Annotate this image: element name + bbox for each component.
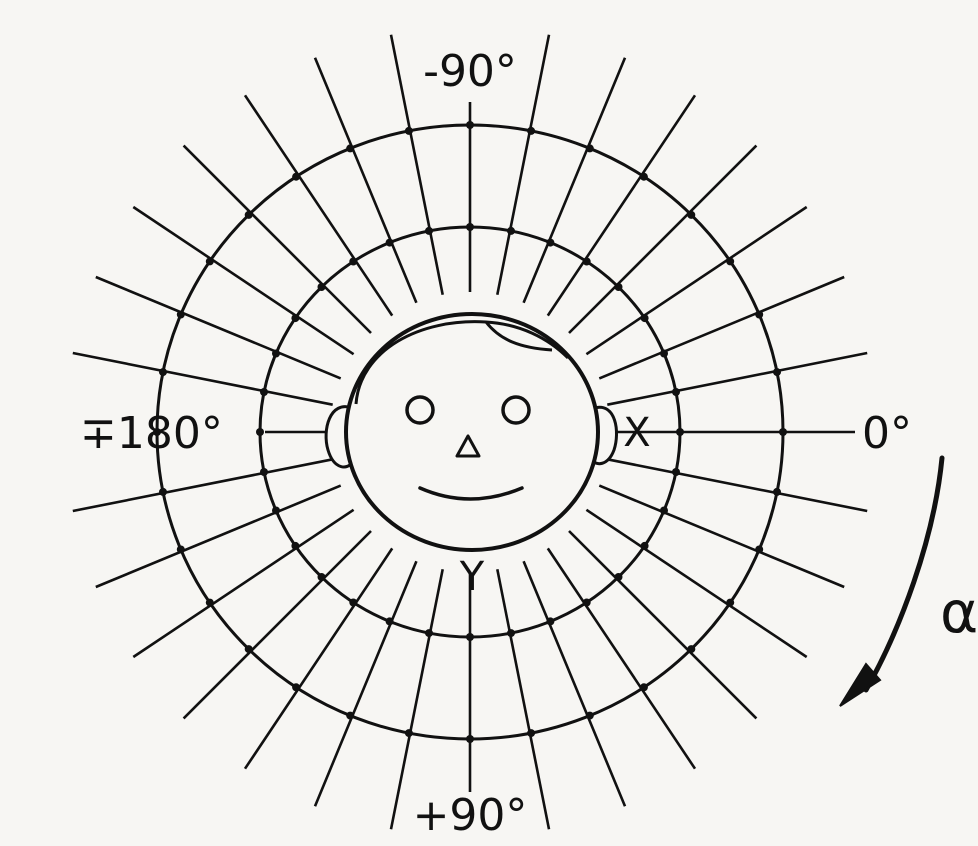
- intersection-dot: [466, 735, 474, 743]
- intersection-dot: [641, 314, 649, 322]
- intersection-dot: [586, 144, 594, 152]
- intersection-dot: [676, 428, 684, 436]
- intersection-dot: [292, 683, 300, 691]
- radial-line: [548, 95, 695, 315]
- intersection-dot: [272, 507, 280, 515]
- intersection-dot: [640, 683, 648, 691]
- intersection-dot: [726, 257, 734, 265]
- intersection-dot: [583, 258, 591, 266]
- intersection-dot: [773, 368, 781, 376]
- radial-line: [315, 561, 416, 806]
- intersection-dot: [291, 542, 299, 550]
- intersection-dot: [466, 223, 474, 231]
- intersection-dot: [318, 283, 326, 291]
- radial-line: [133, 207, 353, 354]
- intersection-dot: [672, 388, 680, 396]
- intersection-dot: [527, 729, 535, 737]
- intersection-dot: [641, 542, 649, 550]
- intersection-dot: [687, 211, 695, 219]
- intersection-dot: [507, 227, 515, 235]
- intersection-dot: [615, 573, 623, 581]
- intersection-dot: [292, 173, 300, 181]
- radial-line: [73, 353, 333, 405]
- intersection-dot: [349, 599, 357, 607]
- radial-line: [569, 531, 756, 718]
- intersection-dot: [640, 173, 648, 181]
- intersection-dot: [346, 712, 354, 720]
- intersection-dot: [206, 599, 214, 607]
- intersection-dot: [206, 257, 214, 265]
- intersection-dot: [245, 645, 253, 653]
- radial-line: [586, 207, 806, 354]
- intersection-dot: [583, 599, 591, 607]
- intersection-dot: [386, 239, 394, 247]
- intersection-dot: [159, 368, 167, 376]
- radial-line: [569, 146, 756, 333]
- intersection-dot: [405, 127, 413, 135]
- intersection-dot: [546, 239, 554, 247]
- radial-line: [599, 486, 844, 587]
- intersection-dot: [405, 729, 413, 737]
- radial-line: [586, 510, 806, 657]
- radial-line: [548, 548, 695, 768]
- radial-line: [96, 277, 341, 378]
- intersection-dot: [527, 127, 535, 135]
- radial-line: [524, 58, 625, 303]
- intersection-dot: [425, 227, 433, 235]
- label-180: ∓180°: [80, 408, 223, 459]
- intersection-dot: [466, 121, 474, 129]
- intersection-dot: [687, 645, 695, 653]
- intersection-dot: [466, 633, 474, 641]
- intersection-dot: [260, 468, 268, 476]
- intersection-dot: [346, 144, 354, 152]
- label-x-axis: X: [623, 410, 650, 456]
- label-minus-90: -90°: [423, 46, 517, 97]
- intersection-dot: [773, 488, 781, 496]
- intersection-dot: [546, 617, 554, 625]
- intersection-dot: [291, 314, 299, 322]
- label-alpha: α: [940, 578, 978, 646]
- radial-line: [245, 95, 392, 315]
- intersection-dot: [660, 507, 668, 515]
- intersection-dot: [256, 428, 264, 436]
- intersection-dot: [386, 617, 394, 625]
- intersection-dot: [726, 599, 734, 607]
- radial-line: [315, 58, 416, 303]
- intersection-dot: [779, 428, 787, 436]
- radial-line: [73, 459, 333, 511]
- label-0: 0°: [862, 408, 912, 459]
- intersection-dot: [260, 388, 268, 396]
- intersection-dot: [318, 573, 326, 581]
- intersection-dot: [586, 712, 594, 720]
- intersection-dot: [272, 350, 280, 358]
- intersection-dot: [615, 283, 623, 291]
- intersection-dot: [672, 468, 680, 476]
- label-y-axis: Y: [459, 554, 485, 600]
- intersection-dot: [425, 629, 433, 637]
- intersection-dot: [177, 546, 185, 554]
- radial-line: [245, 548, 392, 768]
- intersection-dot: [507, 629, 515, 637]
- radial-line: [184, 146, 371, 333]
- radial-line: [524, 561, 625, 806]
- curved-arrow-icon: [840, 458, 942, 706]
- rotation-arrow-shaft: [866, 458, 942, 690]
- intersection-dot: [755, 311, 763, 319]
- radial-line: [96, 486, 341, 587]
- radial-line: [184, 531, 371, 718]
- radial-line: [607, 459, 867, 511]
- head-icon: [326, 314, 616, 550]
- label-plus-90: +90°: [413, 790, 528, 841]
- intersection-dot: [755, 546, 763, 554]
- intersection-dot: [349, 258, 357, 266]
- intersection-dot: [159, 488, 167, 496]
- radial-line: [607, 353, 867, 405]
- intersection-dot: [245, 211, 253, 219]
- intersection-dot: [660, 350, 668, 358]
- radial-line: [133, 510, 353, 657]
- radial-line: [599, 277, 844, 378]
- intersection-dot: [177, 311, 185, 319]
